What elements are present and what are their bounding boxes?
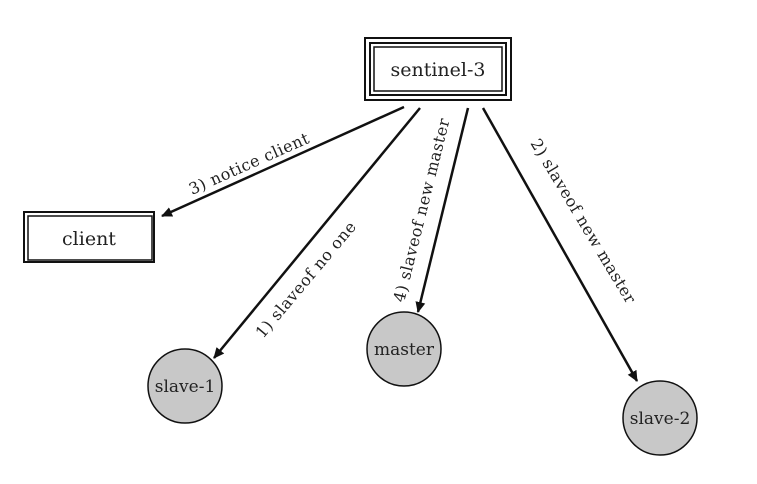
node-slave-1: slave-1 [147, 348, 223, 424]
node-master-label: master [374, 340, 435, 360]
sentinel-3-label: sentinel-3 [390, 59, 485, 81]
edge-notice-client [161, 105, 405, 218]
node-slave-1-label: slave-1 [155, 377, 216, 397]
sentinel-3-box: sentinel-3 [364, 37, 512, 101]
edge-new-master-4 [415, 107, 470, 313]
edge-slaveof-no-one [213, 107, 421, 359]
node-slave-2-label: slave-2 [630, 409, 691, 429]
edge-label-notice-client: 3) notice client [186, 128, 312, 198]
edge-label-slaveof-no-one: 1) slaveof no one [252, 217, 361, 341]
client-label: client [62, 228, 116, 250]
edge-label-new-master-2: 2) slaveof new master [527, 135, 641, 307]
node-master: master [366, 311, 442, 387]
node-slave-2: slave-2 [622, 380, 698, 456]
edge-new-master-2 [481, 107, 639, 382]
client-box: client [23, 211, 155, 263]
